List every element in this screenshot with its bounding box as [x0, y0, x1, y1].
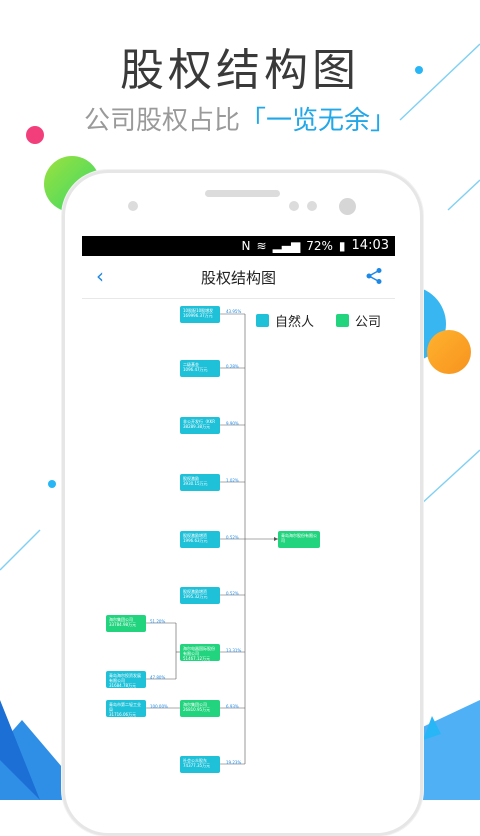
- status-bar: N ≋ ▂▄▆ 72% ▮ 14:03: [82, 236, 395, 256]
- second-level-pct: 47.80%: [150, 675, 166, 680]
- back-icon[interactable]: ‹: [96, 264, 104, 288]
- nav-bar: ‹ 股权结构图: [82, 256, 395, 299]
- clock: 14:03: [351, 238, 389, 253]
- legend-label-person: 自然人: [275, 315, 315, 330]
- nfc-icon: N: [241, 238, 251, 253]
- shareholder-pct: 19.23%: [226, 760, 242, 765]
- battery-icon: ▮: [338, 238, 346, 253]
- second-level-pct: 51.20%: [150, 619, 166, 624]
- shareholder-pct: 0.28%: [226, 364, 239, 369]
- page-title: 股权结构图: [200, 269, 276, 287]
- shareholder-pct: 0.52%: [226, 535, 239, 540]
- legend: 自然人 公司: [256, 311, 381, 330]
- phone-camera: [339, 198, 356, 215]
- arrow-head: [274, 537, 278, 541]
- shareholder-pct: 13.31%: [226, 648, 242, 653]
- subtitle-prefix: 公司股权占比: [83, 106, 240, 136]
- root-company-node[interactable]: 青岛海尔股份有限公司: [278, 531, 320, 548]
- signal-icon: ▂▄▆: [272, 238, 301, 253]
- phone-sensor-1: [128, 201, 138, 211]
- pink-dot: [26, 126, 44, 144]
- shareholder-pct: 1.02%: [226, 478, 239, 483]
- phone-sensor-2: [289, 201, 299, 211]
- share-icon[interactable]: [365, 267, 383, 285]
- subtitle-highlight: 「一览无余」: [240, 106, 397, 136]
- blue-dot-left: [48, 480, 56, 488]
- phone-sensor-3: [307, 201, 317, 211]
- legend-swatch-person: [256, 314, 269, 327]
- shareholder-pct: 9.90%: [226, 421, 239, 426]
- second-level-pct: 100.00%: [150, 704, 168, 709]
- battery-label: 72%: [306, 238, 333, 253]
- headline: 股权结构图: [120, 45, 360, 96]
- legend-label-company: 公司: [355, 315, 382, 330]
- orange-circle: [427, 330, 471, 374]
- phone-speaker: [205, 190, 280, 197]
- shareholder-pct: 0.52%: [226, 591, 239, 596]
- wifi-icon: ≋: [256, 238, 267, 253]
- app-screen: N ≋ ▂▄▆ 72% ▮ 14:03 ‹ 股权结构图 自然人 公司 10股配1…: [82, 236, 395, 800]
- tree-connector-lines: [146, 313, 278, 765]
- shareholder-pct: 43.95%: [226, 309, 242, 314]
- legend-swatch-company: [336, 314, 350, 327]
- blue-dot-small: [415, 66, 423, 74]
- subtitle: 公司股权占比「一览无余」: [0, 100, 480, 137]
- shareholder-pct: 6.93%: [226, 704, 239, 709]
